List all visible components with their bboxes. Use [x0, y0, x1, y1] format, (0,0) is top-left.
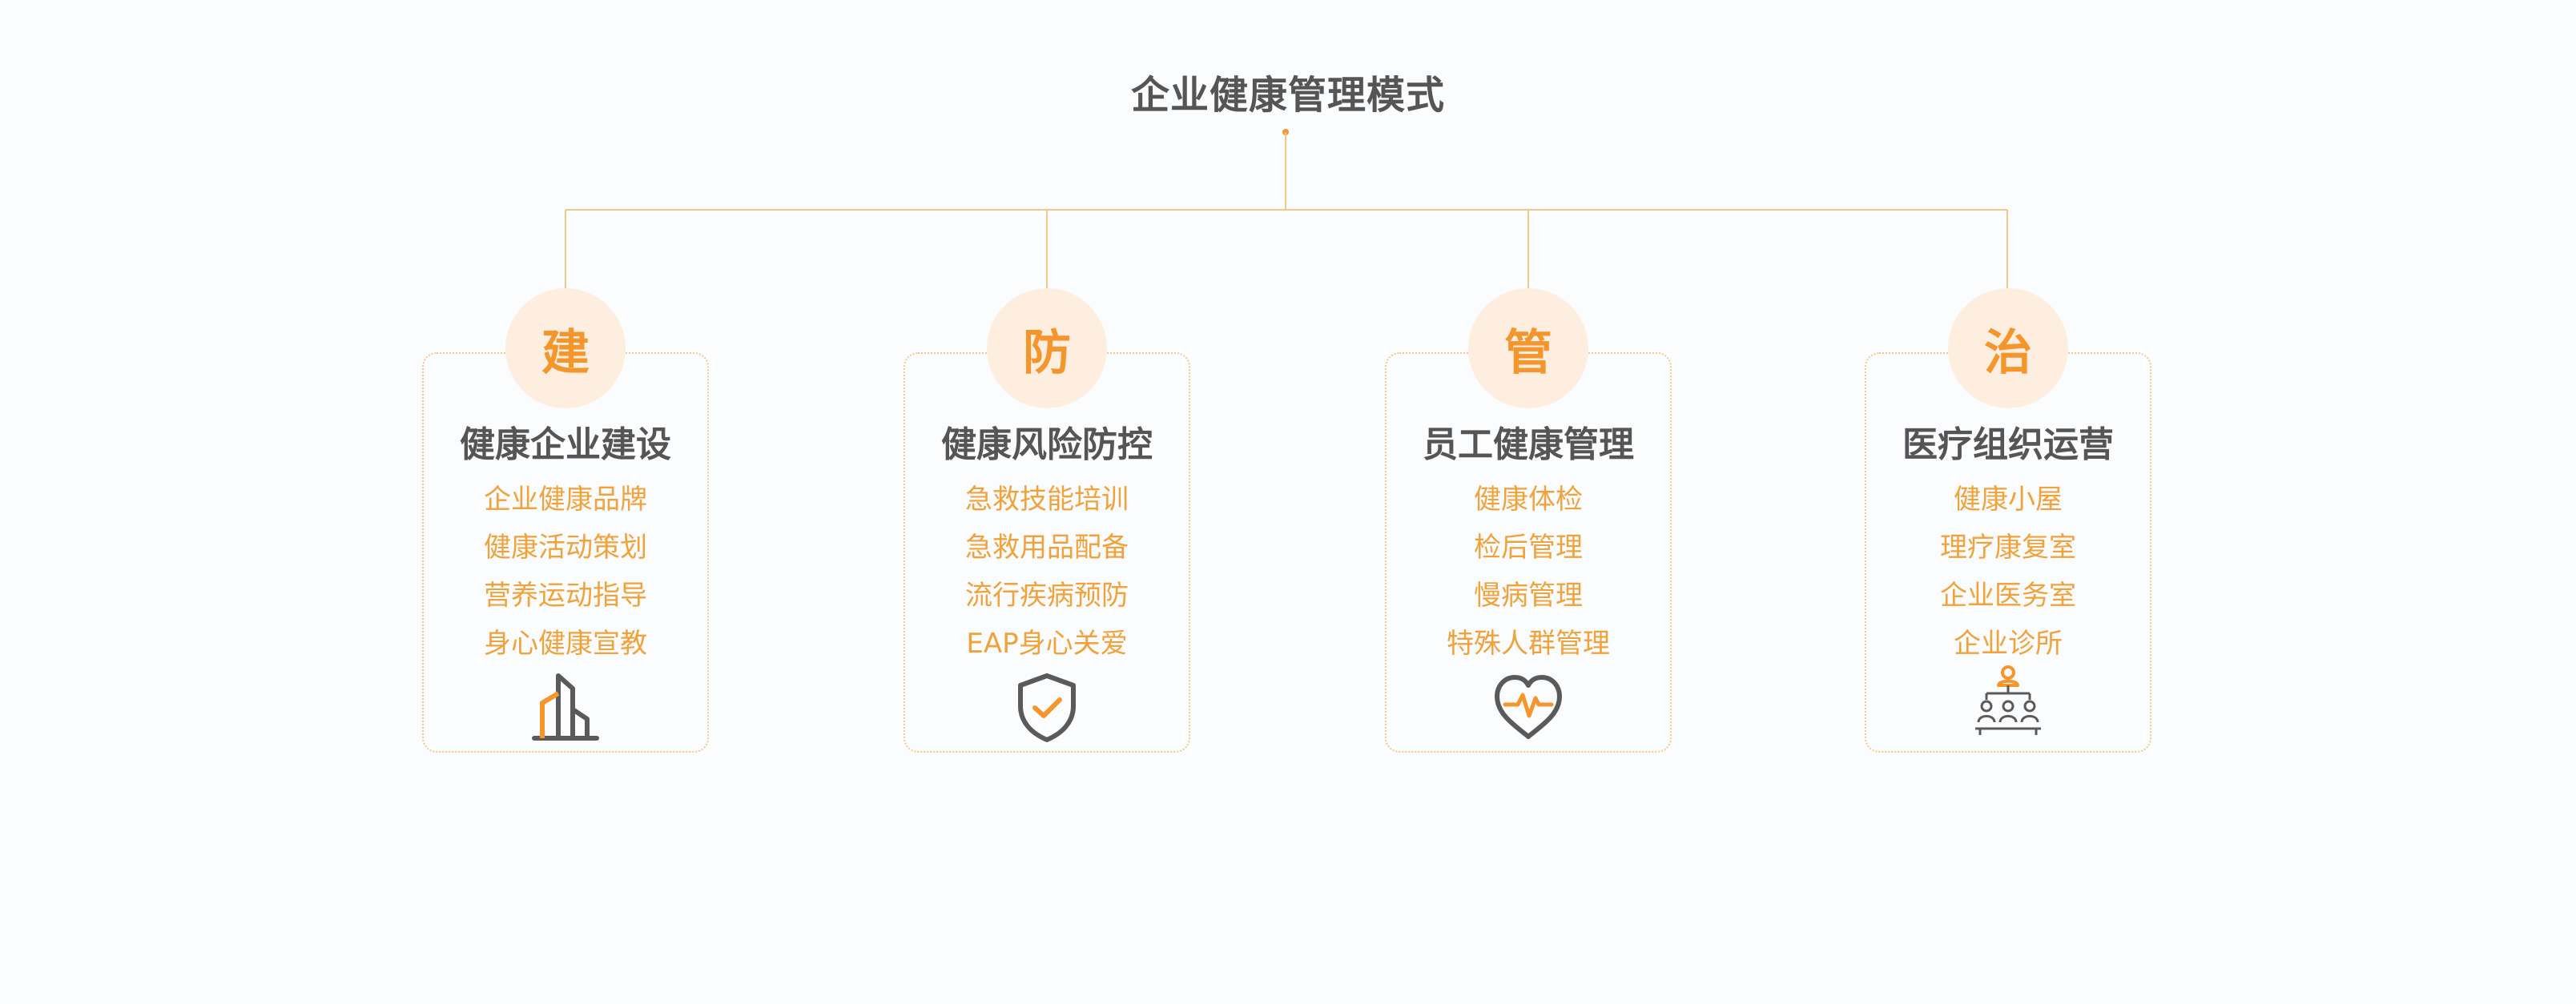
list-item: 企业医务室	[1940, 580, 2076, 612]
card-heading: 健康风险防控	[941, 424, 1153, 465]
card-item-list: 企业健康品牌 健康活动策划 营养运动指导 身心健康宣教	[424, 476, 707, 668]
list-item: 慢病管理	[1474, 580, 1583, 612]
card-heading: 员工健康管理	[1423, 424, 1634, 465]
list-item: EAP身心关爱	[966, 628, 1128, 660]
list-item: 特殊人群管理	[1447, 628, 1610, 660]
diagram-title: 企业健康管理模式	[1130, 73, 1445, 118]
medical-team-icon	[1975, 665, 2041, 735]
card-item-list: 急救技能培训 急救用品配备 流行疾病预防 EAP身心关爱	[905, 476, 1189, 668]
list-item: 流行疾病预防	[965, 580, 1129, 612]
list-item: 企业健康品牌	[484, 484, 647, 516]
card-item-list: 健康体检 检后管理 慢病管理 特殊人群管理	[1387, 476, 1670, 668]
list-item: 身心健康宣教	[484, 628, 647, 660]
list-item: 健康体检	[1474, 484, 1583, 516]
card-fang: 健康风险防控 急救技能培训 急救用品配备 流行疾病预防 EAP身心关爱	[904, 352, 1190, 753]
card-zhi: 医疗组织运营 健康小屋 理疗康复室 企业医务室 企业诊所	[1865, 352, 2151, 753]
heart-pulse-icon	[1495, 675, 1562, 739]
shield-check-icon	[1018, 673, 1076, 742]
list-item: 急救用品配备	[965, 532, 1129, 564]
card-item-list: 健康小屋 理疗康复室 企业医务室 企业诊所	[1866, 476, 2150, 668]
badge-jian: 建	[505, 288, 626, 408]
list-item: 营养运动指导	[484, 580, 647, 612]
buildings-icon	[532, 673, 599, 741]
list-item: 企业诊所	[1954, 628, 2063, 660]
card-guan: 员工健康管理 健康体检 检后管理 慢病管理 特殊人群管理	[1385, 352, 1672, 753]
card-heading: 医疗组织运营	[1902, 424, 2114, 465]
list-item: 健康小屋	[1954, 484, 2063, 516]
list-item: 检后管理	[1474, 532, 1583, 564]
card-jian: 健康企业建设 企业健康品牌 健康活动策划 营养运动指导 身心健康宣教	[422, 352, 709, 753]
badge-zhi: 治	[1948, 288, 2068, 408]
list-item: 理疗康复室	[1940, 532, 2076, 564]
list-item: 健康活动策划	[484, 532, 647, 564]
badge-fang: 防	[987, 288, 1107, 408]
list-item: 急救技能培训	[965, 484, 1129, 516]
card-heading: 健康企业建设	[460, 424, 671, 465]
badge-guan: 管	[1468, 288, 1588, 408]
